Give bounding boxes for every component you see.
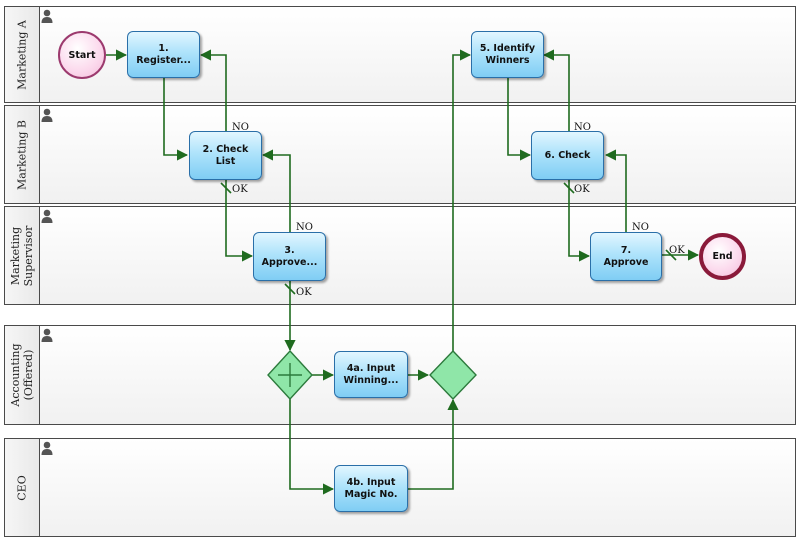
task-label: 6. Check [544, 149, 591, 161]
flow-check-ok-to-approve7 [568, 180, 591, 262]
person-icon [41, 441, 53, 455]
flow-check-no-to-identify [542, 49, 570, 131]
task-input-magic-no[interactable]: 4b. Input Magic No. [334, 465, 408, 512]
person-icon [41, 9, 53, 23]
lane-header: Marketing Supervisor [5, 207, 40, 304]
start-event-label: Start [68, 49, 96, 61]
task-identify-winners[interactable]: 5. Identify Winners [471, 31, 544, 78]
flow-label-no: NO [632, 222, 649, 233]
flow-label-ok: OK [296, 287, 312, 298]
lane-marketing-b: Marketing B [4, 105, 796, 204]
task-input-winning[interactable]: 4a. Input Winning... [334, 351, 408, 398]
task-approve[interactable]: 3. Approve... [253, 232, 326, 281]
task-label: 7. Approve [603, 244, 649, 268]
flow-label-no: NO [232, 122, 249, 133]
flow-label-no: NO [296, 222, 313, 233]
task-label: 3. Approve... [261, 244, 318, 268]
flow-check-list-ok-to-approve [225, 180, 254, 262]
lane-header: CEO [5, 439, 40, 536]
end-event[interactable]: End [699, 233, 746, 280]
flow-input-magic-to-join [408, 398, 459, 490]
parallel-gateway[interactable] [267, 349, 313, 401]
flow-label-ok: OK [574, 184, 590, 195]
default-flow-slash [220, 182, 232, 194]
task-check[interactable]: 6. Check [531, 131, 604, 180]
default-flow-slash [284, 283, 296, 295]
flow-check-list-no-to-register [199, 49, 227, 131]
task-approve-final[interactable]: 7. Approve [590, 232, 662, 281]
lane-header: Accounting (Offered) [5, 326, 40, 424]
start-event[interactable]: Start [58, 31, 106, 79]
flow-approve-no-to-check-list [261, 149, 291, 232]
default-flow-slash [563, 182, 575, 194]
flow-join-to-identify [452, 49, 472, 351]
person-icon [41, 209, 53, 223]
flow-approve7-no-to-check [604, 149, 627, 232]
join-gateway[interactable] [429, 349, 477, 401]
person-icon [41, 328, 53, 342]
flow-register-to-check-list [163, 78, 189, 161]
task-label: 2. Check List [202, 143, 249, 167]
flow-identify-to-check [507, 78, 532, 161]
flow-label-no: NO [574, 122, 591, 133]
task-register[interactable]: 1. Register... [127, 31, 200, 78]
task-label: 1. Register... [136, 42, 191, 66]
flow-label-ok: OK [232, 184, 248, 195]
task-label: 4b. Input Magic No. [344, 476, 398, 500]
task-check-list[interactable]: 2. Check List [189, 131, 262, 180]
task-label: 5. Identify Winners [479, 42, 536, 66]
person-icon [41, 108, 53, 122]
lane-header: Marketing B [5, 106, 40, 203]
flow-split-to-input-magic [289, 399, 335, 495]
default-flow-slash [665, 249, 677, 261]
task-label: 4a. Input Winning... [343, 362, 399, 386]
end-event-label: End [712, 251, 733, 262]
flow-label-ok: OK [669, 245, 685, 256]
lane-header: Marketing A [5, 7, 40, 102]
